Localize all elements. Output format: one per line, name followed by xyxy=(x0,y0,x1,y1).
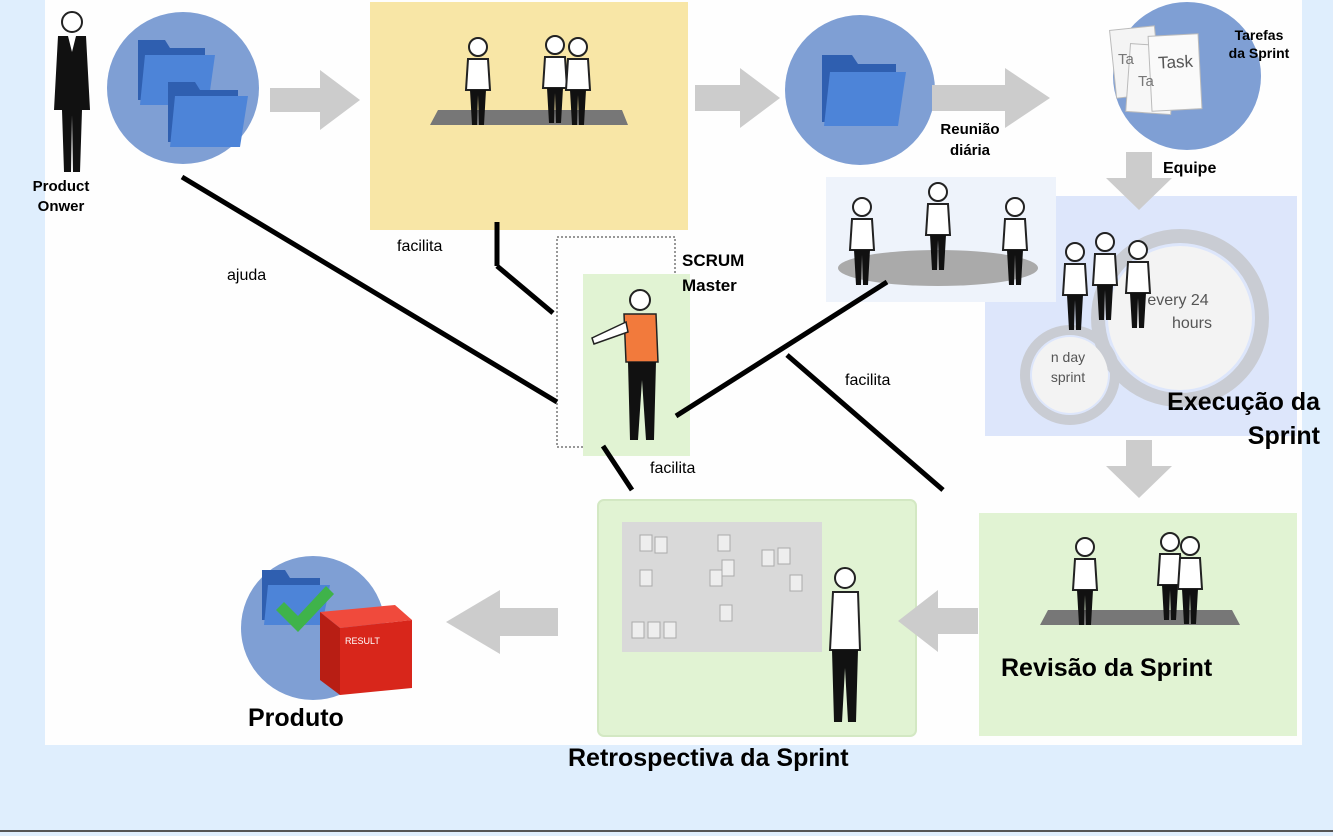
task-text-1: Task xyxy=(1158,52,1194,73)
relationship-lines xyxy=(180,174,945,492)
label-product: Produto xyxy=(248,704,344,732)
label-product-owner: Product Onwer xyxy=(32,178,90,215)
product-graphic xyxy=(262,570,412,695)
line-facilita-review xyxy=(785,353,945,492)
line-facilita-retro xyxy=(600,444,635,492)
label-facilita-review: facilita xyxy=(845,372,891,389)
label-sprint-retrospective: Retrospectiva da Sprint xyxy=(568,744,849,772)
arrow-execution-to-review xyxy=(1106,440,1172,498)
task-papers xyxy=(1109,25,1203,116)
cycle-24-line2: hours xyxy=(1172,315,1212,332)
line-facilita-planning-diagonal xyxy=(495,264,555,315)
arrow-tasks-to-execution xyxy=(1106,152,1172,210)
line-ajuda xyxy=(180,174,559,405)
label-sprint-execution: Execução da Sprint xyxy=(1167,388,1320,450)
sprint-backlog-folder xyxy=(822,55,906,126)
label-sprint-tasks: Tarefas da Sprint xyxy=(1228,27,1290,61)
arrow-backlog-to-tasks xyxy=(932,68,1050,128)
sprint-cycle xyxy=(1020,229,1269,425)
arrow-planning-to-backlog xyxy=(695,68,780,128)
scrum-master-figure xyxy=(591,289,659,440)
task-text-3: Ta xyxy=(1138,73,1155,90)
arrow-backlog-to-planning xyxy=(270,70,360,130)
label-ajuda: ajuda xyxy=(227,267,267,284)
retrospective-presenter xyxy=(828,567,862,722)
label-team: Equipe xyxy=(1163,160,1217,177)
backlog-folders xyxy=(138,40,248,147)
label-daily-meeting: Reunião diária xyxy=(940,121,1000,159)
review-meeting-scene xyxy=(1040,532,1240,626)
cycle-24-line1: every 24 xyxy=(1147,292,1208,309)
task-text-2: Ta xyxy=(1118,51,1135,68)
arrow-review-to-retro xyxy=(898,590,978,652)
arrow-retro-to-product xyxy=(446,590,558,654)
bottom-rule xyxy=(0,830,1333,832)
planning-meeting-scene xyxy=(430,35,628,126)
label-sprint-review: Revisão da Sprint xyxy=(1001,654,1213,682)
product-owner-figure xyxy=(54,11,90,172)
daily-meeting-scene xyxy=(838,182,1038,286)
result-text: RESULT xyxy=(345,636,380,646)
n-day-line2: sprint xyxy=(1051,369,1085,385)
label-scrum-master: SCRUM Master xyxy=(682,251,745,295)
line-facilita-daily xyxy=(674,279,889,419)
label-facilita-planning: facilita xyxy=(397,238,443,255)
retrospective-notes xyxy=(631,534,803,639)
n-day-line1: n day xyxy=(1051,349,1085,365)
label-facilita-retro: facilita xyxy=(650,460,696,477)
